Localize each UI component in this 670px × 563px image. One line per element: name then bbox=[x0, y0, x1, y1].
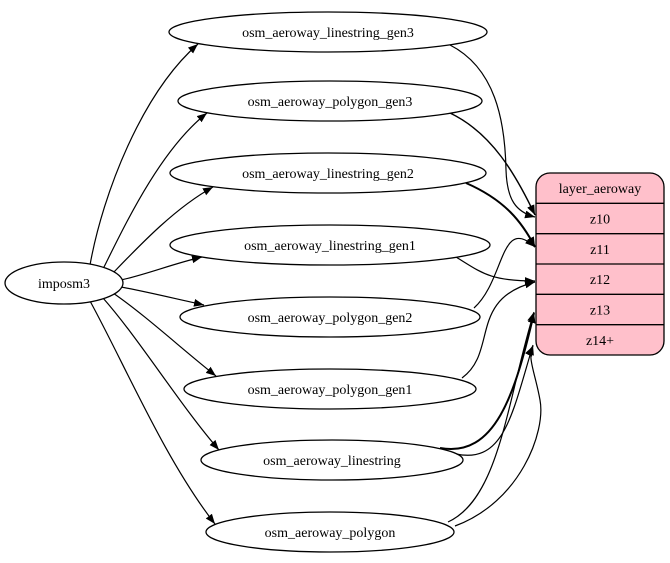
edge-linestring-gen3-to-z10 bbox=[449, 44, 536, 219]
edge-linestring-to-z14 bbox=[455, 344, 534, 456]
node-osm-aeroway-linestring-gen1: osm_aeroway_linestring_gen1 bbox=[169, 224, 491, 266]
edge-imposm3-to-linestring-gen2 bbox=[112, 186, 214, 274]
edge-polygon-gen2-to-z11 bbox=[473, 237, 536, 309]
table-ellipse bbox=[200, 439, 464, 481]
edge-polygon-gen3-to-z10 bbox=[449, 112, 536, 216]
edge-imposm3-to-linestring-gen3 bbox=[89, 43, 199, 266]
table-label: osm_aeroway_linestring bbox=[263, 454, 401, 469]
layer-row-z11: z11 bbox=[590, 243, 610, 258]
table-ellipse bbox=[179, 296, 481, 338]
table-label: osm_aeroway_polygon_gen1 bbox=[248, 383, 413, 398]
layer-row-z12: z12 bbox=[590, 273, 610, 288]
edge-polygon-to-z14 bbox=[454, 345, 542, 527]
edge-imposm3-to-polygon-gen2 bbox=[120, 286, 205, 307]
edge-linestring-to-z13 bbox=[439, 312, 536, 451]
node-osm-aeroway-linestring: osm_aeroway_linestring bbox=[200, 439, 464, 481]
imposm3-label: imposm3 bbox=[38, 277, 90, 292]
table-ellipse bbox=[168, 11, 488, 53]
edge-linestring-gen1-to-z12 bbox=[455, 256, 536, 285]
node-osm-aeroway-polygon-gen1: osm_aeroway_polygon_gen1 bbox=[183, 368, 477, 410]
layer-edges bbox=[439, 44, 542, 527]
node-osm-aeroway-polygon-gen2: osm_aeroway_polygon_gen2 bbox=[179, 296, 481, 338]
node-osm-aeroway-linestring-gen3: osm_aeroway_linestring_gen3 bbox=[168, 11, 488, 53]
node-osm-aeroway-polygon: osm_aeroway_polygon bbox=[205, 511, 455, 553]
edge-imposm3-to-polygon-gen3 bbox=[102, 112, 208, 270]
table-label: osm_aeroway_polygon_gen2 bbox=[248, 311, 413, 326]
table-ellipse bbox=[177, 80, 483, 122]
table-label: osm_aeroway_linestring_gen2 bbox=[242, 167, 414, 182]
source-edges bbox=[89, 43, 220, 525]
node-imposm3: imposm3 bbox=[4, 261, 124, 305]
node-osm-aeroway-polygon-gen3: osm_aeroway_polygon_gen3 bbox=[177, 80, 483, 122]
imposm3-ellipse bbox=[4, 261, 124, 305]
edge-imposm3-to-linestring-gen1 bbox=[120, 255, 203, 281]
layer-row-z13: z13 bbox=[590, 304, 610, 319]
node-osm-aeroway-linestring-gen2: osm_aeroway_linestring_gen2 bbox=[169, 152, 487, 194]
node-layer-aeroway: layer_aeroway z10 z11 z12 z13 z14+ bbox=[535, 172, 665, 356]
edge-polygon-gen1-to-z12 bbox=[461, 280, 536, 379]
table-label: osm_aeroway_polygon bbox=[265, 526, 396, 541]
edge-imposm3-to-polygon bbox=[89, 300, 216, 525]
edge-polygon-to-z13 bbox=[447, 311, 535, 523]
layer-row-z14: z14+ bbox=[586, 334, 614, 349]
table-label: osm_aeroway_linestring_gen3 bbox=[242, 26, 414, 41]
edge-imposm3-to-linestring bbox=[102, 297, 220, 451]
table-ellipse bbox=[183, 368, 477, 410]
layer-row-z10: z10 bbox=[590, 213, 610, 228]
table-label: osm_aeroway_polygon_gen3 bbox=[248, 95, 413, 110]
layer-title: layer_aeroway bbox=[559, 182, 641, 197]
table-ellipse bbox=[169, 152, 487, 194]
table-label: osm_aeroway_linestring_gen1 bbox=[244, 239, 416, 254]
table-ellipse bbox=[169, 224, 491, 266]
edge-imposm3-to-polygon-gen1 bbox=[112, 292, 217, 377]
table-ellipse bbox=[205, 511, 455, 553]
